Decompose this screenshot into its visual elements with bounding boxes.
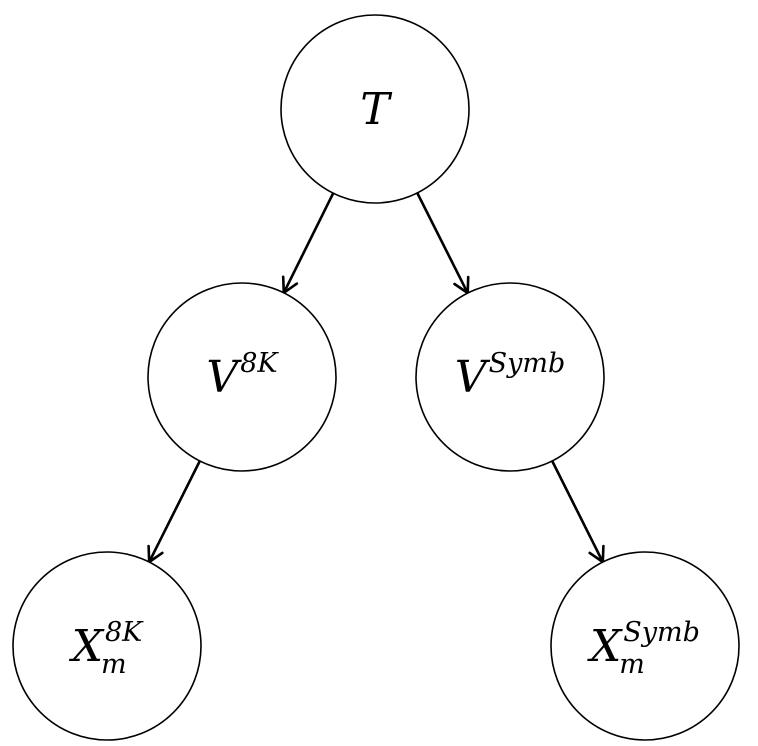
node-main-variable: X [587,621,623,672]
edge-line [551,460,604,561]
node-main-variable: V [206,352,242,403]
node-subscript: m [619,649,645,680]
node-main-variable: V [455,352,491,403]
edge-line [148,460,201,561]
node-superscript: 8K [240,348,279,379]
node-label: T [360,84,393,135]
node-subscript: m [101,649,127,680]
edge-t-to-vsymb [416,192,470,295]
node-circle [550,551,740,741]
node-circle [147,282,337,472]
edge-t-to-v8k [281,192,335,295]
node-superscript: 8K [105,617,144,648]
node-superscript: Symb [623,617,700,648]
node-circle [415,282,605,472]
node-circle [12,551,202,741]
node-circle [280,14,470,204]
edge-vsymb-to-xsymb [551,460,605,564]
edge-line [283,192,335,292]
node-main-variable: T [360,84,393,135]
node-main-variable: X [69,621,105,672]
node-t: T [280,14,470,204]
node-superscript: Symb [489,348,566,379]
edge-line [416,192,468,292]
edge-v8k-to-x8k [147,460,201,564]
